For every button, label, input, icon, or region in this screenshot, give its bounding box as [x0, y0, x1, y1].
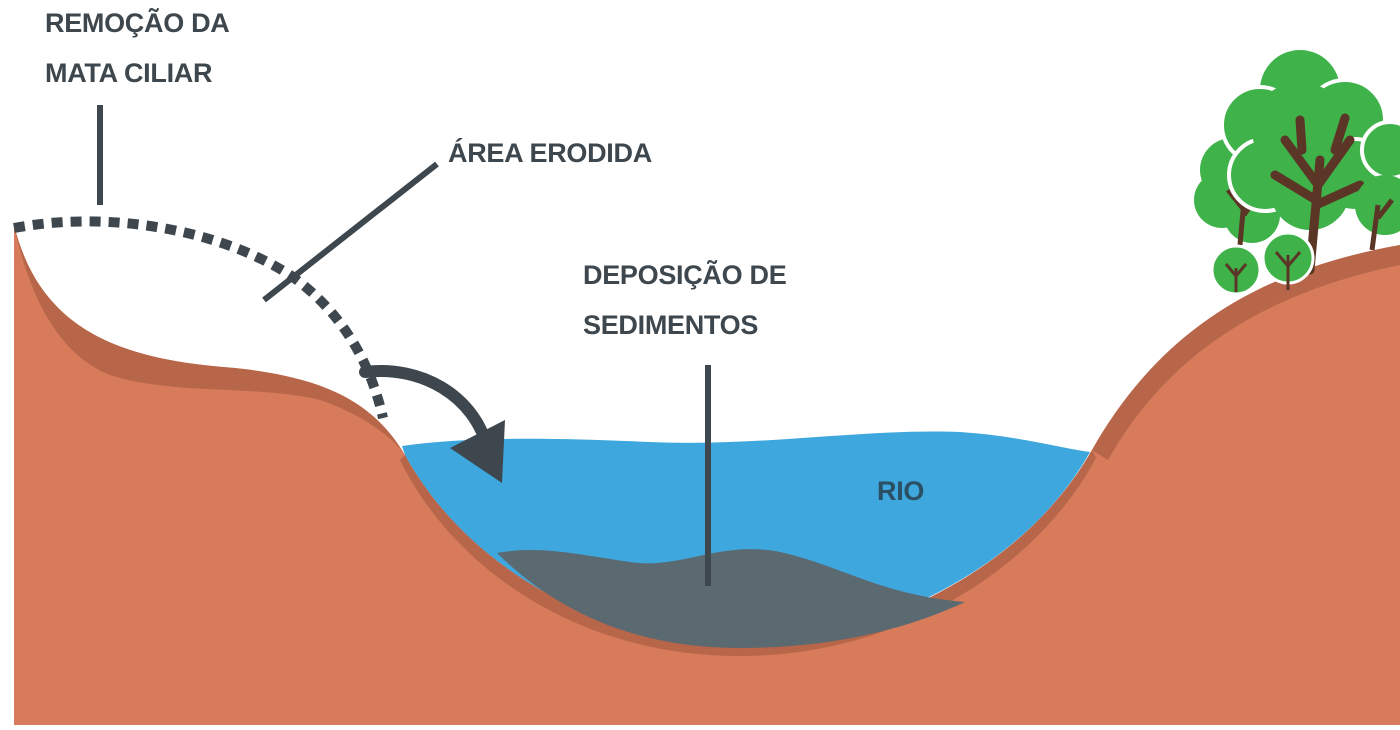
remocao-label: REMOÇÃO DA MATA CILIAR	[45, 0, 230, 98]
dotted-original-slope	[13, 216, 388, 420]
tree-icon	[1194, 46, 1400, 296]
area-erodida-label: ÁREA ERODIDA	[448, 138, 652, 168]
right-bank-shade	[1092, 245, 1400, 460]
left-bank-shade	[14, 225, 405, 455]
area-erodida-leader-line	[262, 161, 439, 303]
deposicao-label: DEPOSIÇÃO DE SEDIMENTOS	[583, 250, 787, 350]
curved-erosion-arrow	[359, 365, 505, 483]
deposicao-label-line-1: DEPOSIÇÃO DE	[583, 260, 787, 290]
remocao-label-line-1: REMOÇÃO DA	[45, 8, 230, 38]
sediment-deposit	[497, 549, 965, 648]
deposicao-label-line-2: SEDIMENTOS	[583, 310, 759, 340]
remocao-label-line-2: MATA CILIAR	[45, 58, 213, 88]
left-bank-ground	[14, 225, 1400, 725]
rio-label: RIO	[877, 476, 925, 506]
